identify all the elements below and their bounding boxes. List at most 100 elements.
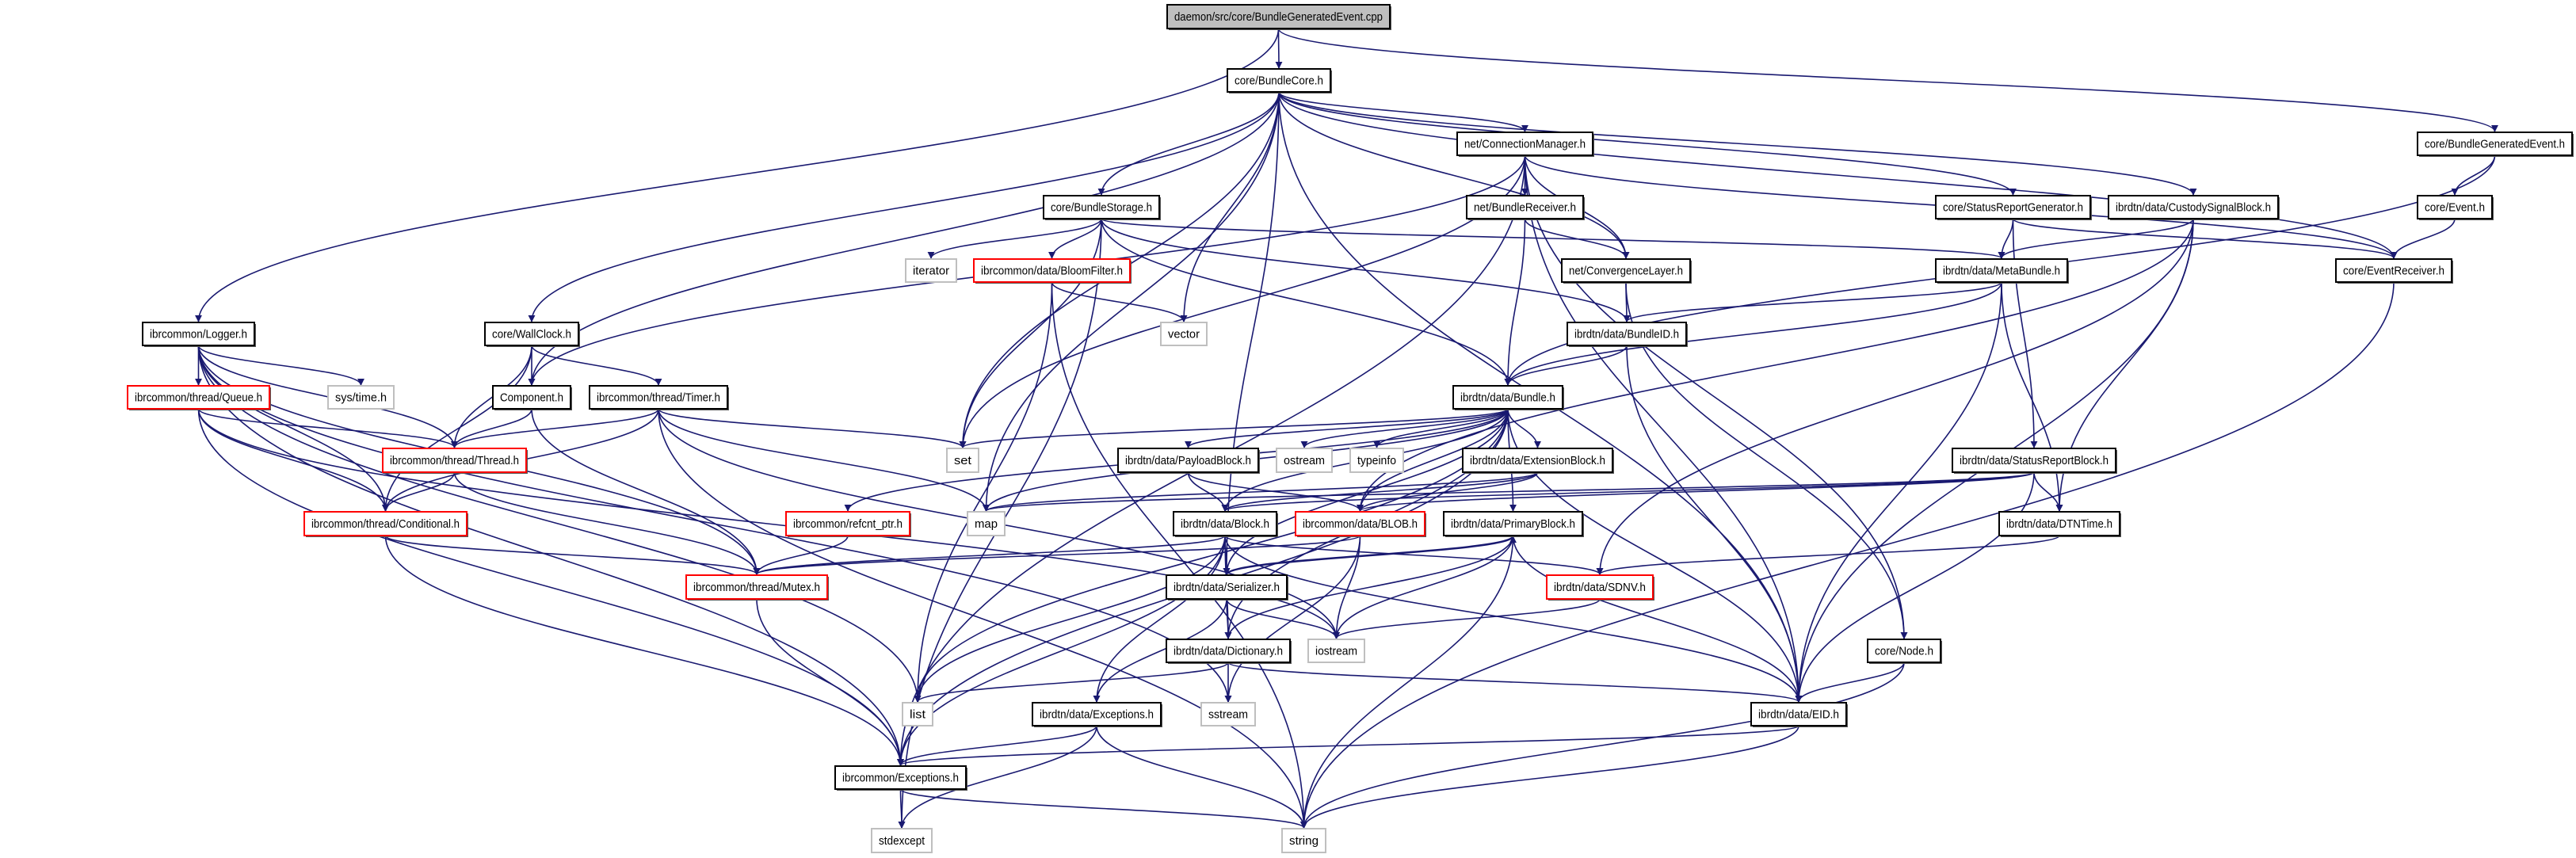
node-blob[interactable]: ibrcommon/data/BLOB.h [1295,511,1426,537]
edge-bundlecore-to-map [983,91,1280,512]
edge-commonexc-to-string [899,788,1307,829]
node-payload[interactable]: ibrdtn/data/PayloadBlock.h [1117,448,1260,474]
edge-primary-to-iostream [1333,535,1514,639]
node-label: ibrdtn/data/Dictionary.h [1174,645,1283,658]
nodes-layer: daemon/src/core/BundleGeneratedEvent.cpp… [127,4,2574,853]
node-logger[interactable]: ibrcommon/Logger.h [142,322,256,347]
node-dictionary[interactable]: ibrdtn/data/Dictionary.h [1166,639,1292,664]
node-custody[interactable]: ibrdtn/data/CustodySignalBlock.h [2108,195,2280,220]
edge-bundle-to-payload [1185,408,1509,448]
node-label: core/StatusReportGenerator.h [1943,201,2083,215]
node-bloom[interactable]: ibrcommon/data/BloomFilter.h [973,258,1132,284]
edge-conditional-to-commonexc [384,535,904,766]
node-bundleid[interactable]: ibrdtn/data/BundleID.h [1567,322,1688,347]
node-bundle[interactable]: ibrdtn/data/Bundle.h [1452,385,1564,410]
node-box [484,322,579,346]
node-ostream: ostream [1276,448,1333,473]
node-box [2335,258,2452,283]
node-sdnv[interactable]: ibrdtn/data/SDNV.h [1546,574,1654,601]
node-storage[interactable]: core/BundleStorage.h [1043,195,1161,220]
edge-bundleid-to-eid [1626,345,1803,703]
node-bgevent[interactable]: core/BundleGeneratedEvent.h [2417,132,2574,157]
node-box [785,511,910,536]
edge-bloom-to-vector [1051,281,1188,322]
node-block[interactable]: ibrdtn/data/Block.h [1173,511,1278,537]
edge-conditional-to-mutex [384,535,761,575]
edge-wallclock-to-conditional [382,345,532,512]
node-box [685,574,828,600]
node-label: ibrdtn/data/StatusReportBlock.h [1960,454,2109,467]
edge-commonexc-to-stdexcept [898,788,906,829]
edge-dtnexc-to-stdexcept [898,725,1097,829]
node-label: iostream [1315,645,1357,658]
node-box [492,385,571,410]
node-thread[interactable]: ibrcommon/thread/Thread.h [382,448,528,474]
node-box [1200,702,1256,726]
edge-dtnexc-to-commonexc [897,725,1097,766]
node-label: iterator [913,265,949,278]
edge-component-to-thread [451,408,532,448]
edge-extblock-to-map [983,471,1539,512]
node-extblock[interactable]: ibrdtn/data/ExtensionBlock.h [1462,448,1614,474]
edge-bundlecore-to-connmgr [1278,91,1528,132]
node-box [1561,258,1691,283]
node-wallclock[interactable]: core/WallClock.h [484,322,580,347]
edge-storage-to-bundle [1101,218,1512,386]
node-box [1276,448,1333,473]
node-component[interactable]: Component.h [492,385,572,410]
node-dtnexc[interactable]: ibrdtn/data/Exceptions.h [1032,702,1162,727]
node-label: Component.h [500,391,563,405]
node-set: set [946,448,979,473]
edge-logger-to-thread [197,345,458,448]
node-eid[interactable]: ibrdtn/data/EID.h [1750,702,1848,727]
node-label: ibrdtn/data/MetaBundle.h [1943,265,2060,278]
node-refcnt[interactable]: ibrcommon/refcnt_ptr.h [785,511,911,537]
edge-bundlecore-to-srgen [1278,91,2017,196]
edge-srblock-to-dtntime [2033,471,2063,512]
node-box [905,258,957,283]
edge-mutex-to-commonexc [756,598,904,766]
node-receiver[interactable]: net/BundleReceiver.h [1466,195,1585,220]
node-commonexc[interactable]: ibrcommon/Exceptions.h [834,765,967,791]
node-box [1867,639,1941,663]
node-label: core/BundleStorage.h [1051,201,1152,215]
node-srblock[interactable]: ibrdtn/data/StatusReportBlock.h [1952,448,2117,474]
node-dtntime[interactable]: ibrdtn/data/DTNTime.h [1998,511,2121,537]
node-box [1443,511,1583,536]
node-box [2417,132,2573,156]
node-box [589,385,728,410]
node-box [1173,511,1277,536]
node-box [973,258,1131,283]
edge-thread-to-conditional [382,471,456,512]
node-queue[interactable]: ibrcommon/thread/Queue.h [127,385,271,410]
node-bundlecore[interactable]: core/BundleCore.h [1227,68,1332,93]
edge-dictionary-to-list [914,662,1229,703]
node-node[interactable]: core/Node.h [1867,639,1942,664]
edge-blob-to-sstream [1224,535,1361,703]
edge-logger-to-systime [197,345,364,386]
edge-block-to-list [914,535,1226,703]
edge-bundleid-to-bundle [1504,345,1628,386]
edge-custody-to-sdnv [1596,218,2194,575]
node-box [127,385,270,410]
node-primary[interactable]: ibrdtn/data/PrimaryBlock.h [1443,511,1584,537]
node-convlayer[interactable]: net/ConvergenceLayer.h [1561,258,1692,284]
edge-bundlecore-to-custody [1278,91,2197,196]
node-metabundle[interactable]: ibrdtn/data/MetaBundle.h [1935,258,2069,284]
edge-srblock-to-eid [1795,471,2035,703]
node-label: ibrdtn/data/DTNTime.h [2006,517,2112,531]
node-serializer[interactable]: ibrdtn/data/Serializer.h [1166,574,1288,601]
node-connmgr[interactable]: net/ConnectionManager.h [1456,132,1594,157]
node-box [1546,574,1654,600]
node-box [1117,448,1259,473]
edge-storage-to-set [959,218,1102,448]
node-timer[interactable]: ibrcommon/thread/Timer.h [589,385,729,410]
node-label: ibrcommon/refcnt_ptr.h [793,517,903,531]
node-event[interactable]: core/Event.h [2417,195,2494,220]
node-conditional[interactable]: ibrcommon/thread/Conditional.h [303,511,468,537]
node-srgen[interactable]: core/StatusReportGenerator.h [1935,195,2092,220]
node-cpp: daemon/src/core/BundleGeneratedEvent.cpp [1166,4,1391,30]
node-mutex[interactable]: ibrcommon/thread/Mutex.h [685,574,829,601]
node-evreceiver[interactable]: core/EventReceiver.h [2335,258,2453,284]
node-label: ibrdtn/data/EID.h [1758,708,1839,722]
